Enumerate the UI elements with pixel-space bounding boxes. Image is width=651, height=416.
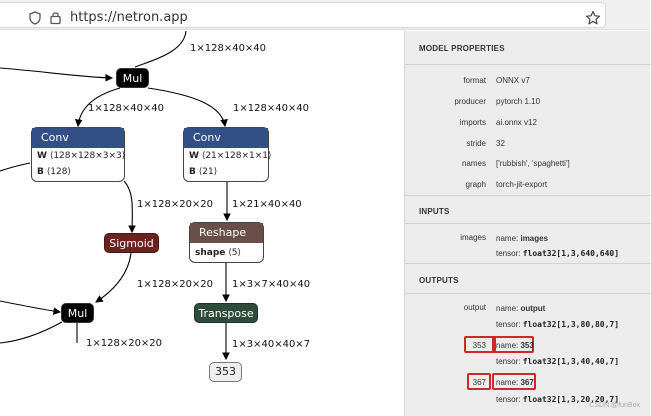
- edge-label-conv2-out: 1×21×40×40: [232, 199, 302, 210]
- node-reshape-attr-shape: shape ⟨5⟩: [195, 248, 242, 258]
- prop-value-names: ['rubbish', 'spaghetti']: [496, 159, 570, 168]
- output-tensor-367: tensor: float32[1,3,20,20,7]: [496, 395, 620, 404]
- prop-label-imports: imports: [459, 118, 486, 127]
- prop-label-graph: graph: [465, 180, 486, 189]
- node-reshape[interactable]: Reshape shape ⟨5⟩: [189, 222, 264, 263]
- input-name-images[interactable]: name: images: [496, 234, 549, 243]
- output-label-output: output: [463, 303, 486, 312]
- edge-label-top: 1×128×40×40: [190, 43, 267, 54]
- edge-label-transpose-out: 1×3×40×40×7: [232, 339, 311, 350]
- output-label-353: 353: [472, 341, 486, 350]
- prop-value-graph: torch-jit-export: [496, 180, 548, 189]
- browser-toolbar: https://netron.app: [0, 0, 650, 30]
- node-output-353[interactable]: 353: [209, 362, 242, 382]
- edge-label-mul1-right: 1×128×40×40: [233, 103, 310, 114]
- lock-icon[interactable]: [50, 11, 61, 25]
- edge-label-reshape-out: 1×3×7×40×40: [232, 279, 311, 290]
- node-conv-1-attr-w: W ⟨128×128×3×3⟩: [37, 151, 126, 161]
- input-tensor-images: tensor: float32[1,3,640,640]: [496, 249, 620, 258]
- node-sigmoid[interactable]: Sigmoid: [104, 233, 159, 253]
- output-label-367: 367: [472, 378, 486, 387]
- prop-value-format: ONNX v7: [496, 76, 530, 85]
- node-mul-2[interactable]: Mul: [61, 303, 94, 323]
- prop-label-stride: stride: [466, 139, 486, 148]
- edge-label-mul2-out: 1×128×20×20: [86, 338, 163, 349]
- highlight-frame: [492, 373, 536, 390]
- input-label-images: images: [460, 233, 486, 242]
- node-conv-2-title: Conv: [184, 128, 268, 148]
- node-conv-1-title: Conv: [32, 128, 124, 148]
- divider: [405, 263, 651, 264]
- address-bar[interactable]: https://netron.app: [0, 2, 606, 28]
- node-conv-1-attr-b: B ⟨128⟩: [37, 167, 71, 177]
- model-graph-canvas[interactable]: 1×128×40×40 1×128×40×40 1×128×40×40 1×12…: [0, 30, 404, 416]
- bookmark-star-icon[interactable]: [585, 10, 601, 26]
- prop-value-producer: pytorch 1.10: [496, 97, 541, 106]
- node-reshape-title: Reshape: [190, 223, 263, 243]
- node-conv-2-attr-b: B ⟨21⟩: [189, 167, 218, 177]
- output-tensor-353: tensor: float32[1,3,40,40,7]: [496, 357, 620, 366]
- edge-label-mul1-left: 1×128×40×40: [88, 103, 165, 114]
- divider: [405, 195, 651, 196]
- model-properties-title: MODEL PROPERTIES: [419, 44, 505, 53]
- output-name-output[interactable]: name: output: [496, 304, 546, 313]
- prop-value-stride: 32: [496, 139, 505, 148]
- prop-label-producer: producer: [454, 97, 486, 106]
- output-tensor-output: tensor: float32[1,3,80,80,7]: [496, 320, 620, 329]
- highlight-frame: [464, 336, 496, 353]
- divider: [405, 293, 651, 294]
- highlight-frame: [492, 336, 534, 353]
- url-text[interactable]: https://netron.app: [70, 10, 188, 25]
- prop-label-format: format: [463, 76, 486, 85]
- graph-edges: [0, 30, 231, 361]
- node-conv-2-attr-w: W ⟨21×128×1×1⟩: [189, 151, 272, 161]
- divider: [405, 64, 651, 65]
- node-conv-1[interactable]: Conv W ⟨128×128×3×3⟩ B ⟨128⟩: [31, 127, 125, 182]
- edge-label-sigmoid-out: 1×128×20×20: [137, 279, 214, 290]
- shield-icon[interactable]: [29, 11, 41, 25]
- highlight-frame: [467, 373, 491, 390]
- node-transpose[interactable]: Transpose: [194, 303, 258, 323]
- watermark: CSDN @funBox: [589, 402, 640, 409]
- model-properties-panel: MODEL PROPERTIES format ONNX v7 producer…: [404, 31, 651, 416]
- inputs-title: INPUTS: [419, 207, 450, 216]
- node-conv-2[interactable]: Conv W ⟨21×128×1×1⟩ B ⟨21⟩: [183, 127, 272, 182]
- output-name-367[interactable]: name: 367: [496, 378, 534, 387]
- prop-label-names: names: [461, 159, 486, 168]
- output-name-353[interactable]: name: 353: [496, 341, 534, 350]
- edge-label-conv1-out: 1×128×20×20: [137, 199, 214, 210]
- node-mul-1[interactable]: Mul: [116, 68, 149, 88]
- outputs-title: OUTPUTS: [419, 276, 459, 285]
- prop-value-imports: ai.onnx v12: [496, 118, 537, 127]
- divider: [405, 223, 651, 224]
